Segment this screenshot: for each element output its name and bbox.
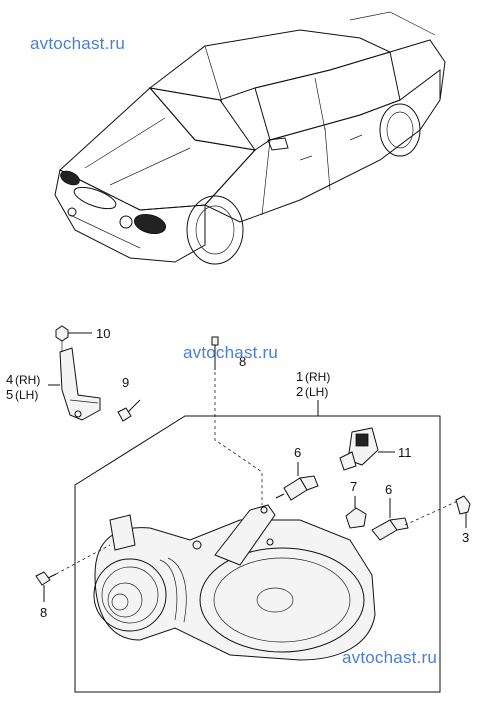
bracket-part-4-5 [59,347,101,421]
callout-8-top: 8 [239,354,246,369]
callout-4: 4 [6,372,13,387]
bulb-part-6-b [371,498,461,541]
callout-7: 7 [350,479,357,494]
nut-part-10 [55,325,69,352]
callout-9: 9 [122,375,129,390]
callout-11: 11 [398,445,412,460]
callout-5: 5 [6,387,13,402]
callout-2: 2 [296,384,303,399]
screw-part-8-bottom [35,544,111,602]
watermark-top: avtochast.ru [30,34,126,53]
callout-8-bottom: 8 [40,605,47,620]
watermark-bottom: avtochast.ru [342,648,438,667]
socket-part-11 [339,427,395,471]
callout-1-side: (RH) [305,370,330,384]
callout-2-side: (LH) [305,385,328,399]
callout-1: 1 [296,369,303,384]
callout-10: 10 [96,326,110,341]
screw-part-8-top [211,336,263,505]
bolt-part-9 [117,399,141,422]
callout-6-a: 6 [294,445,301,460]
bulb-part-7 [345,496,367,529]
callout-3: 3 [462,530,469,545]
callout-leaders [48,332,92,386]
callout-6-b: 6 [385,482,392,497]
grommet-part-3 [455,495,471,528]
headlamp-assembly [93,504,376,661]
watermark-middle: avtochast.ru [183,343,279,362]
callout-5-side: (LH) [15,388,38,402]
callout-4-side: (RH) [15,373,40,387]
car-illustration [54,11,446,265]
bulb-part-6-a [275,462,319,501]
headlamp-assembly-frame [74,400,441,693]
